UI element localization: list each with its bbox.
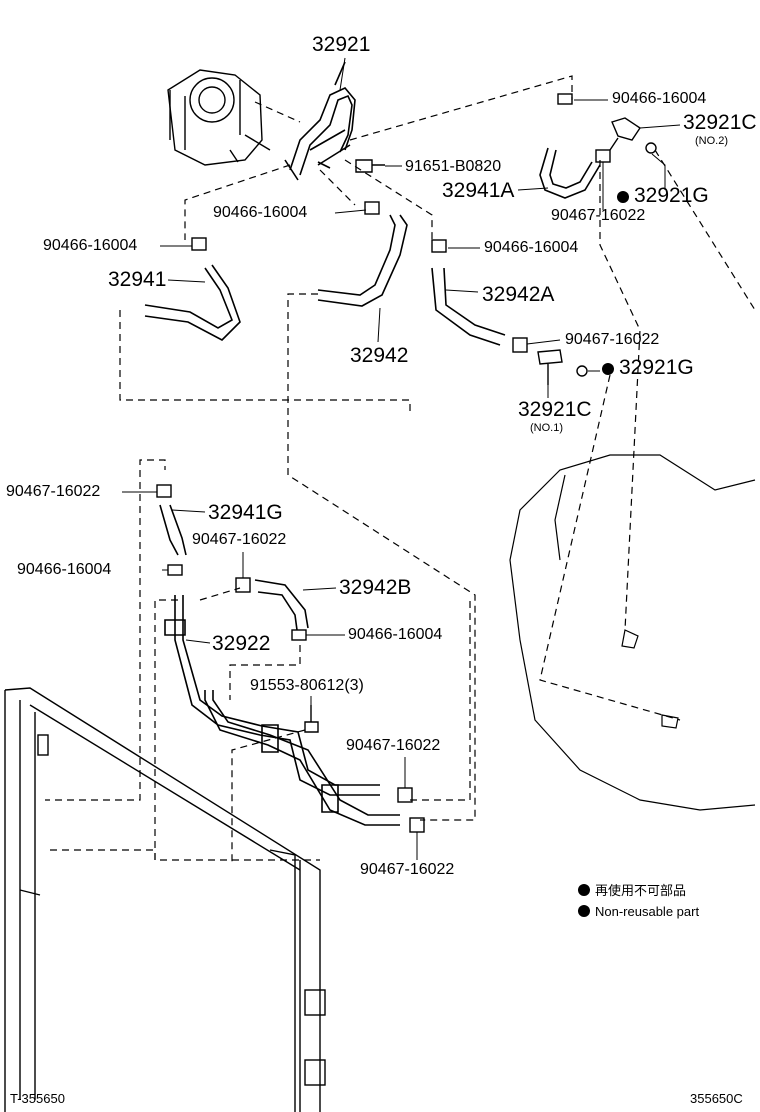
- oring-32921g-b: [576, 365, 588, 377]
- label-90466-16004-d: 90466-16004: [484, 239, 579, 256]
- hose-32942a: [431, 267, 506, 346]
- hose-32941g: [159, 504, 187, 556]
- label-90467-16022-c: 90467-16022: [6, 483, 101, 500]
- label-90467-16022-b: 90467-16022: [565, 331, 660, 348]
- hose-32941: [144, 264, 241, 341]
- fitting-32921c-no1: [537, 349, 563, 385]
- bolt-91651: [355, 159, 385, 173]
- footer-left-code: T-355650: [10, 1091, 65, 1106]
- clamp-90466-d: [431, 239, 447, 253]
- clamp-90466-c: [191, 237, 207, 251]
- label-32942a: 32942A: [482, 283, 555, 306]
- clamp-90466-b: [364, 201, 380, 215]
- label-32921g-a: 32921G: [617, 185, 709, 206]
- label-32942: 32942: [350, 344, 409, 367]
- hose-32942: [317, 214, 408, 307]
- label-90467-16022-a: 90467-16022: [551, 207, 646, 224]
- label-90466-16004-a: 90466-16004: [612, 90, 707, 107]
- label-32921g-b: 32921G: [602, 357, 694, 378]
- label-32921: 32921: [312, 33, 371, 56]
- clamp-90466-a: [557, 93, 573, 105]
- label-32921g-a-text: 32921G: [634, 184, 709, 207]
- legend-line1: 再使用不可部品: [578, 884, 686, 897]
- pump-assembly: [167, 69, 271, 166]
- fitting-32921c-no2: [609, 117, 641, 151]
- label-32941: 32941: [108, 268, 167, 291]
- label-90467-16022-f: 90467-16022: [360, 861, 455, 878]
- label-32921c-no1: (NO.1): [530, 422, 563, 434]
- radiator: [4, 687, 326, 1112]
- label-90466-16004-b: 90466-16004: [213, 204, 308, 221]
- pipe-32921: [284, 61, 356, 181]
- label-91651-b0820: 91651-B0820: [405, 158, 502, 175]
- label-32921c: 32921C: [683, 111, 757, 134]
- label-32921c-no2: (NO.2): [695, 135, 728, 147]
- hose-32942b: [254, 579, 309, 631]
- label-90466-16004-e: 90466-16004: [17, 561, 112, 578]
- label-32921c-2: 32921C: [518, 398, 592, 421]
- label-90466-16004-c: 90466-16004: [43, 237, 138, 254]
- label-32941a: 32941A: [442, 179, 515, 202]
- clamp-90467-c: [156, 484, 172, 498]
- dashed-guides: [45, 75, 756, 865]
- clamp-90467-b: [512, 337, 528, 353]
- legend-line1-text: 再使用不可部品: [595, 883, 687, 898]
- legend-line2: Non-reusable part: [578, 905, 699, 918]
- label-90467-16022-d: 90467-16022: [192, 531, 287, 548]
- label-90466-16004-f: 90466-16004: [348, 626, 443, 643]
- non-reusable-dot: [602, 363, 614, 375]
- hose-32941a: [539, 147, 601, 199]
- label-90467-16022-e: 90467-16022: [346, 737, 441, 754]
- pipe-32922: [164, 595, 400, 826]
- legend-line2-text: Non-reusable part: [595, 904, 700, 919]
- legend-dot-1: [578, 884, 590, 896]
- label-32941g: 32941G: [208, 501, 283, 524]
- oring-32921g-a: [645, 142, 657, 154]
- label-91553-80612: 91553-80612(3): [250, 677, 364, 694]
- legend-dot-2: [578, 905, 590, 917]
- bolt-91553: [304, 705, 319, 733]
- non-reusable-dot: [617, 191, 629, 203]
- transmission-outline: [509, 454, 756, 811]
- label-32942b: 32942B: [339, 576, 412, 599]
- label-32921g-b-text: 32921G: [619, 356, 694, 379]
- footer-right-code: 355650C: [690, 1091, 743, 1106]
- label-32922: 32922: [212, 632, 271, 655]
